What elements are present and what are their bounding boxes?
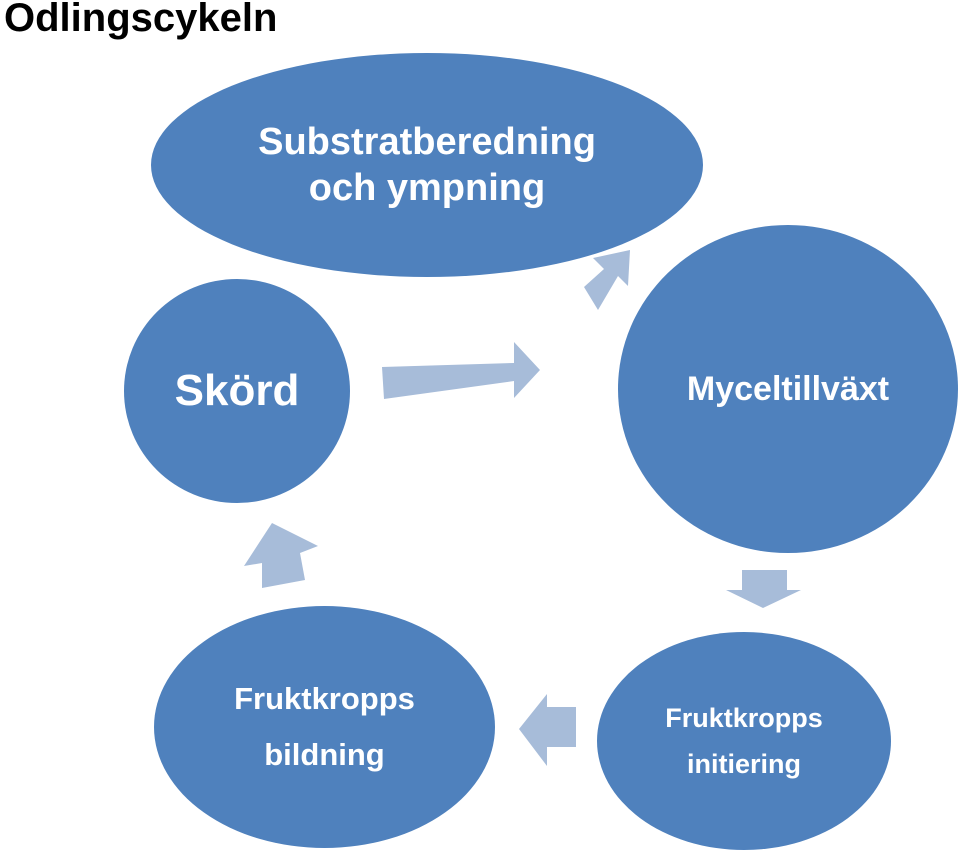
node-label-line: initiering (687, 749, 801, 779)
page-title: Odlingscykeln (4, 0, 278, 40)
node-label-line: bildning (264, 737, 385, 772)
arrow-skord-to-mycel (382, 342, 540, 399)
node-label-line: Fruktkropps (665, 703, 823, 733)
node-label-line: Myceltillväxt (686, 369, 890, 408)
node-skord: Skörd (124, 279, 350, 503)
node-myceltillvaxt: Myceltillväxt (618, 225, 958, 553)
node-label-line: Skörd (174, 366, 300, 415)
node-label-line: och ympning (308, 167, 546, 209)
node-label-line: Fruktkropps (234, 681, 415, 716)
node-fruktkropps-bildning: Fruktkropps bildning (154, 606, 495, 848)
arrow-init-to-bild (519, 694, 576, 766)
node-substratberedning: Substratberedning och ympning (151, 53, 703, 277)
arrow-mycel-to-init (726, 570, 801, 608)
node-label-line: Substratberedning (258, 121, 596, 163)
arrow-bild-to-skord (244, 523, 318, 588)
node-fruktkropps-initiering: Fruktkropps initiering (597, 632, 891, 850)
arrow-substrat-to-mycel (584, 250, 630, 310)
